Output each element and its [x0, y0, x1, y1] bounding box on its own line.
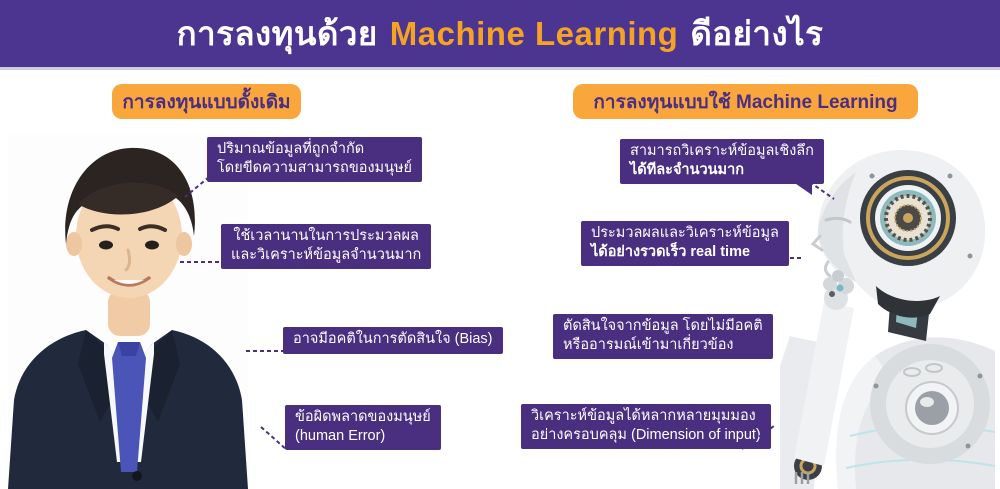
section-title-machine-learning: การลงทุนแบบใช้ Machine Learning	[573, 84, 918, 119]
callout-no-bias: ตัดสินใจจากข้อมูล โดยไม่มีอคติ หรืออารมณ…	[553, 314, 773, 359]
callout-line: อย่างครอบคลุม (Dimension of input)	[531, 426, 761, 443]
title-suffix: ดีอย่างไร	[690, 15, 824, 52]
callout-line: อาจมีอคติในการตัดสินใจ (Bias)	[293, 331, 493, 347]
callout-line: ใช้เวลานานในการประมวลผล	[233, 228, 419, 244]
businessman-photo	[8, 132, 248, 489]
callout-line: ข้อผิดพลาดของมนุษย์	[295, 409, 431, 425]
callout-human-error: ข้อผิดพลาดของมนุษย์ (human Error)	[285, 405, 441, 450]
callout-line-bold: ได้ทีละจำนวนมาก	[630, 161, 745, 178]
callout-line: หรืออารมณ์เข้ามาเกี่ยวข้อง	[563, 336, 734, 353]
callout-line-bold: ได้อย่างรวดเร็ว real time	[591, 243, 751, 260]
callout-bias: อาจมีอคติในการตัดสินใจ (Bias)	[283, 327, 503, 354]
title-prefix: การลงทุนด้วย	[176, 15, 378, 52]
callout-real-time: ประมวลผลและวิเคราะห์ข้อมูล ได้อย่างรวดเร…	[581, 221, 789, 266]
header-bar: การลงทุนด้วย Machine Learning ดีอย่างไร	[0, 0, 1000, 70]
callout-slow-processing: ใช้เวลานานในการประมวลผล และวิเคราะห์ข้อม…	[221, 224, 432, 269]
callout-line: ตัดสินใจจากข้อมูล โดยไม่มีอคติ	[563, 318, 763, 334]
callout-line: สามารถวิเคราะห์ข้อมูลเชิงลึก	[630, 143, 814, 159]
section-title-traditional-label: การลงทุนแบบดั้งเดิม	[122, 91, 291, 113]
callout-deep-analysis: สามารถวิเคราะห์ข้อมูลเชิงลึก ได้ทีละจำนว…	[620, 139, 824, 184]
section-title-traditional: การลงทุนแบบดั้งเดิม	[112, 84, 301, 119]
callout-line: วิเคราะห์ข้อมูลได้หลากหลายมุมมอง	[531, 408, 756, 424]
section-title-machine-learning-label: การลงทุนแบบใช้ Machine Learning	[593, 91, 898, 113]
callout-line: โดยขีดความสามารถของมนุษย์	[217, 159, 413, 176]
callout-line: และวิเคราะห์ข้อมูลจำนวนมาก	[231, 246, 422, 263]
callout-line: ประมวลผลและวิเคราะห์ข้อมูล	[591, 225, 779, 241]
callout-line: ปริมาณข้อมูลที่ถูกจำกัด	[217, 141, 365, 157]
robot-photo	[780, 136, 996, 489]
title-highlight: Machine Learning	[389, 14, 679, 52]
callout-line: (human Error)	[295, 427, 386, 444]
callout-dimension-of-input: วิเคราะห์ข้อมูลได้หลากหลายมุมมอง อย่างคร…	[521, 404, 771, 449]
callout-limited-data: ปริมาณข้อมูลที่ถูกจำกัด โดยขีดความสามารถ…	[207, 137, 423, 182]
